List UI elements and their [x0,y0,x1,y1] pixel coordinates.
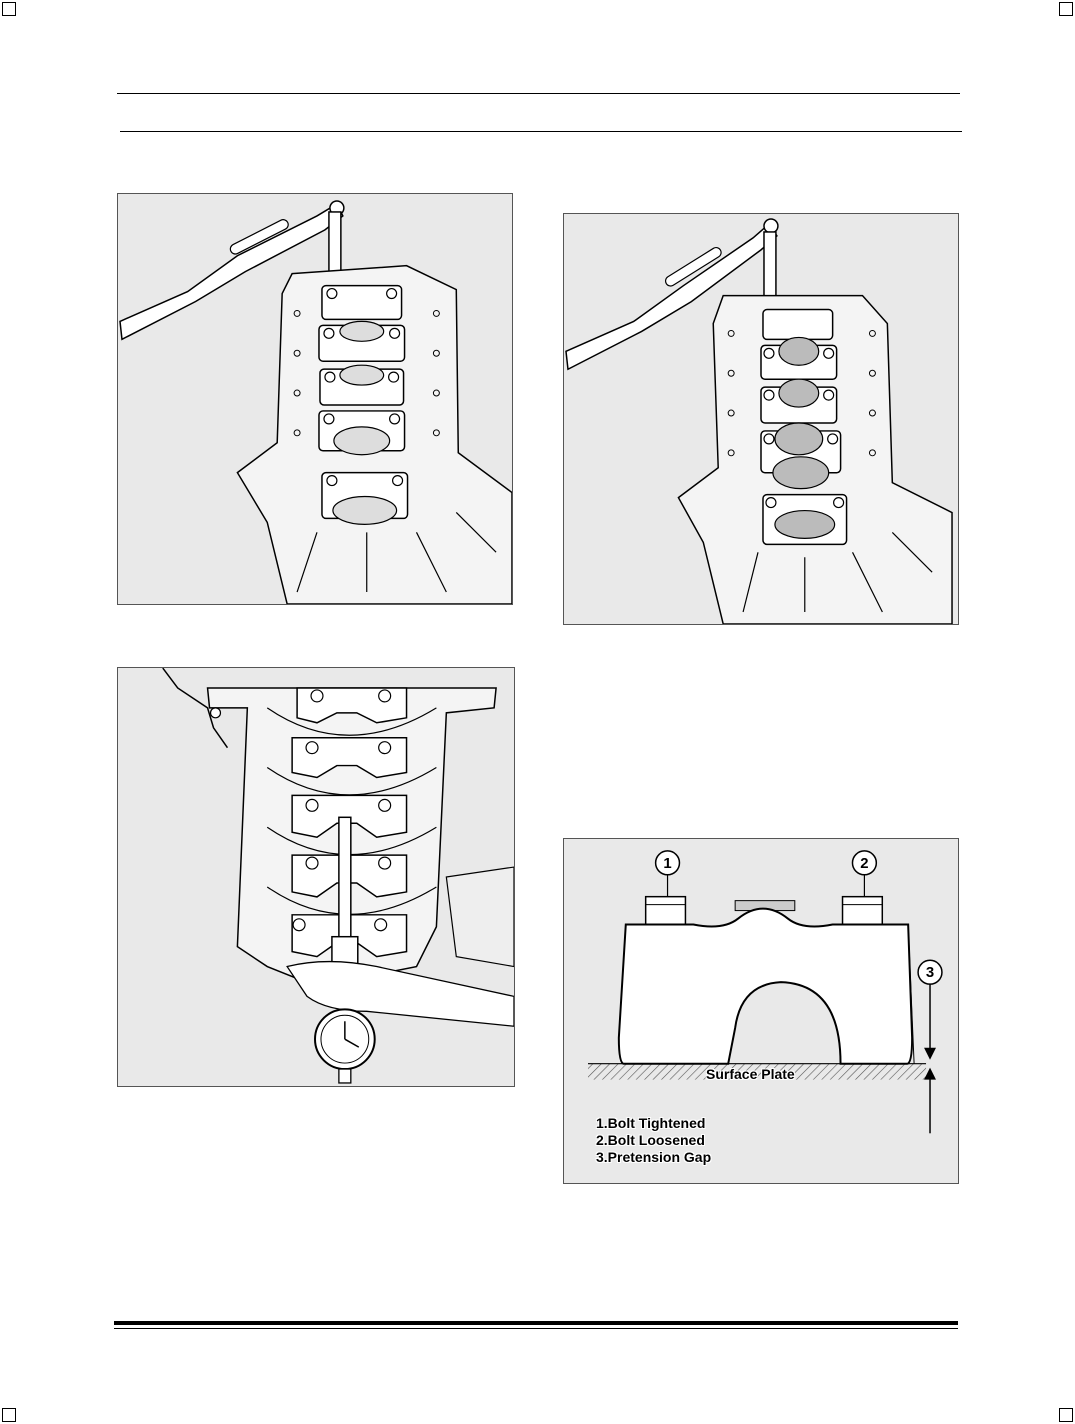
header-rule-bottom [120,131,962,132]
header-rule-top [117,93,960,94]
surface-plate-label: Surface Plate [706,1066,795,1082]
torque-wrench-illustration [119,200,512,604]
footer-rule-thick [114,1321,958,1325]
callout-3: 3 [917,959,943,1134]
svg-text:3: 3 [926,965,934,981]
svg-text:2: 2 [860,856,868,872]
legend-item-pretension-gap: 3.Pretension Gap [596,1149,712,1165]
crop-mark-top-left [2,2,16,16]
callout-1: 1 [654,850,681,897]
svg-text:1: 1 [663,856,671,872]
legend-item-bolt-tightened: 1.Bolt Tightened [596,1115,706,1131]
figure-bore-gauge [117,667,515,1087]
figure-torque-caps-right [563,213,959,625]
torque-wrench-illustration-2 [565,218,953,624]
footer-rule-thin [114,1328,958,1329]
figure-torque-caps-left [117,193,513,605]
crop-mark-bottom-left [2,1408,16,1422]
crop-mark-bottom-right [1059,1408,1073,1422]
bore-gauge-illustration [162,668,514,1084]
pretension-gap-illustration: 1 2 3 [588,850,943,1134]
gap-legend: 1.Bolt Tightened 2.Bolt Loosened 3.Prete… [596,1115,711,1166]
legend-item-bolt-loosened: 2.Bolt Loosened [596,1132,705,1148]
figure-cap-pretension-gap: 1 2 3 Surface Plate 1.Bolt Tightened 2.B… [563,838,959,1184]
callout-2: 2 [851,850,878,897]
crop-mark-top-right [1059,2,1073,16]
